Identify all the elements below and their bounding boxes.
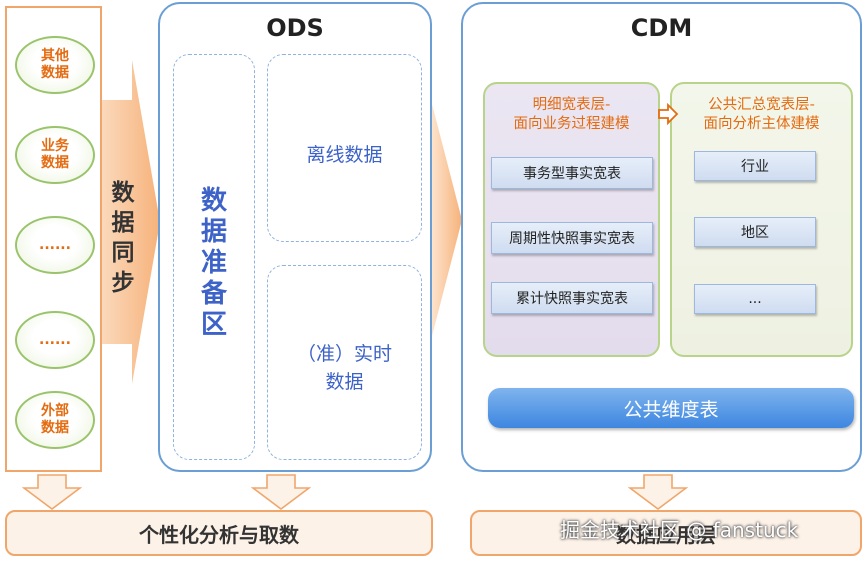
watermark: 掘金技术社区 @ fanstuck (560, 518, 799, 542)
source-other-data: 其他 数据 (15, 36, 95, 94)
ods-to-cdm-arrow-icon (432, 104, 462, 336)
detail-layer-title: 明细宽表层- 面向业务过程建模 (513, 97, 630, 132)
data-prep-label: 数据准备区 (200, 186, 227, 340)
offline-data-box (267, 54, 422, 242)
sync-arrow-icon (102, 60, 160, 384)
summary-item-industry: 行业 (694, 151, 816, 181)
source-business-data: 业务 数据 (15, 126, 95, 184)
fact-table-periodic-snapshot: 周期性快照事实宽表 (491, 222, 653, 254)
summary-layer-title: 公共汇总宽表层- 面向分析主体建模 (703, 97, 820, 132)
layer-arrow-icon (658, 103, 679, 125)
personalized-analysis-bar: 个性化分析与取数 (5, 510, 433, 556)
cdm-title: CDM (630, 14, 693, 42)
realtime-data-label: （准）实时 数据 (296, 343, 392, 393)
source-external-data: 外部 数据 (15, 391, 95, 449)
down-arrow-icon (251, 474, 311, 510)
fact-table-accumulating-snapshot: 累计快照事实宽表 (491, 282, 653, 314)
realtime-data-box (267, 265, 422, 460)
fact-table-transaction: 事务型事实宽表 (491, 157, 653, 189)
source-ellipsis-1: ...... (15, 216, 95, 274)
data-prep-area (173, 54, 255, 460)
source-ellipsis-2: ...... (15, 311, 95, 369)
ods-title: ODS (266, 14, 324, 42)
data-application-layer-bar: 数据应用层 (470, 510, 862, 556)
summary-item-more: ... (694, 284, 816, 314)
common-dimension-table: 公共维度表 (488, 388, 854, 428)
sync-label: 数据同步 (111, 180, 135, 296)
down-arrow-icon (22, 474, 82, 510)
down-arrow-icon (628, 474, 688, 510)
offline-data-label: 离线数据 (306, 144, 383, 166)
ods-container (158, 2, 432, 472)
summary-item-region: 地区 (694, 217, 816, 247)
data-sources-column: 其他 数据 业务 数据 ...... ...... 外部 数据 (5, 6, 102, 472)
